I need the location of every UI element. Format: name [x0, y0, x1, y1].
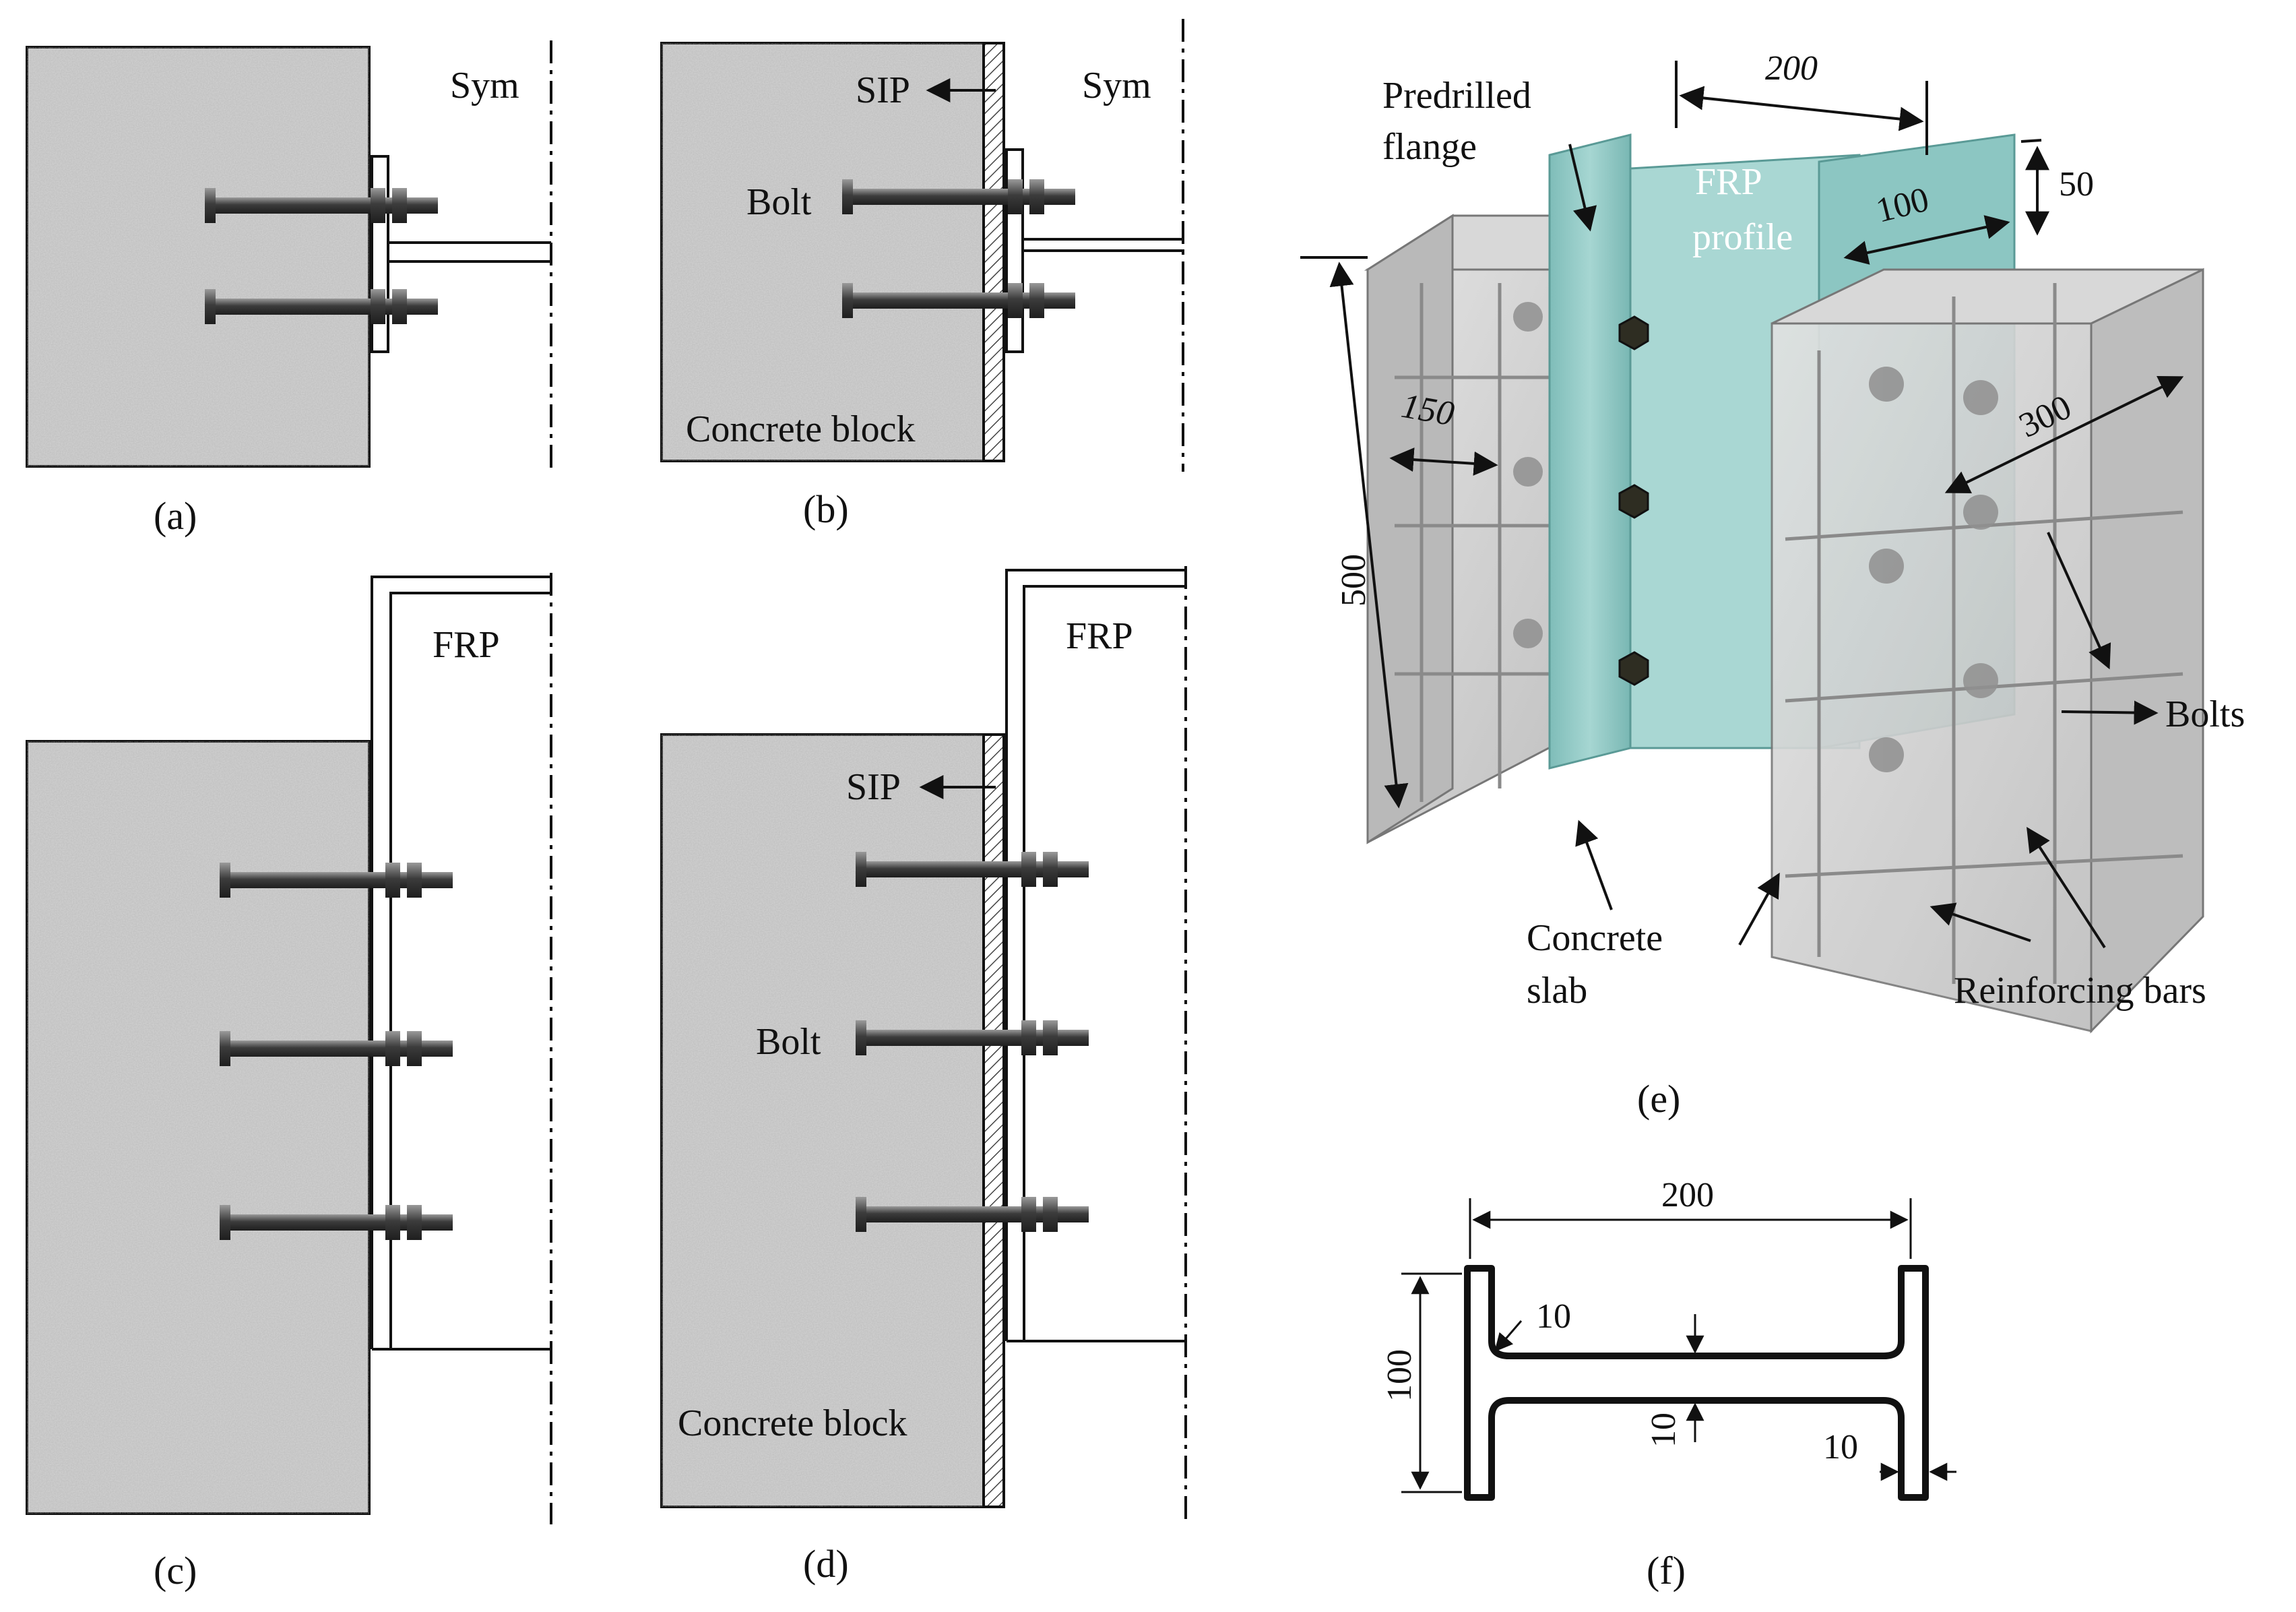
reinforcing-bars-label: Reinforcing bars — [1954, 970, 2206, 1012]
sip-layer — [982, 42, 1005, 462]
concrete-texture — [27, 47, 369, 466]
dim-200-label: 200 — [1661, 1176, 1714, 1214]
sym-label: Sym — [450, 65, 519, 106]
sip-label: SIP — [856, 69, 910, 111]
dim-100-label: 100 — [1380, 1349, 1419, 1402]
caption-d: (d) — [803, 1542, 849, 1586]
concrete-block-label: Concrete block — [686, 408, 916, 450]
predrilled-label: Predrilled — [1382, 75, 1531, 117]
frp-label: FRP — [1695, 161, 1762, 203]
frp-web — [388, 241, 551, 263]
dim-500-label: 500 — [1335, 554, 1373, 607]
left-slab-bolts — [1513, 302, 1543, 648]
panel-f: 200 100 10 10 10 (f) — [1380, 1176, 1956, 1592]
frp-label: FRP — [433, 624, 500, 666]
concrete-texture — [662, 735, 984, 1507]
panel-e: Predrilled flange FRP profile 200 100 50… — [1300, 49, 2245, 1121]
dimension-lines-f — [1401, 1198, 1956, 1493]
flange-label: flange — [1382, 126, 1477, 168]
bolt-label: Bolt — [746, 181, 812, 223]
frp-profile-outline — [1005, 569, 1186, 1342]
sym-label: Sym — [1082, 65, 1151, 106]
dim-150-label: 150 — [1399, 387, 1457, 434]
panel-d: SIP FRP Bolt Concrete block (d) — [660, 566, 1187, 1586]
flange-bolt-heads — [1618, 315, 1649, 686]
bolt-label: Bolt — [756, 1021, 821, 1063]
dim-10-flange-label: 10 — [1823, 1428, 1858, 1466]
dim-50-label: 50 — [2059, 165, 2094, 204]
dim-10-web-label: 10 — [1645, 1413, 1683, 1448]
panel-a: Sym (a) — [26, 40, 552, 538]
frp-profile-outline — [371, 576, 551, 1351]
panel-b: SIP Sym Bolt Concrete block (b) — [660, 19, 1184, 531]
concrete-texture — [27, 741, 369, 1514]
panel-c: FRP (c) — [26, 573, 552, 1592]
frp-flange-left — [1548, 133, 1632, 770]
sip-layer — [982, 733, 1005, 1508]
sip-label: SIP — [846, 766, 901, 808]
dimension-lines-e — [1300, 61, 2184, 949]
caption-b: (b) — [803, 487, 849, 531]
frp-label: FRP — [1066, 615, 1133, 657]
slab-label: slab — [1527, 970, 1587, 1012]
i-section-outline — [1464, 1265, 1929, 1501]
caption-a: (a) — [154, 494, 197, 538]
bolts-label: Bolts — [2165, 693, 2245, 735]
caption-f: (f) — [1647, 1549, 1686, 1592]
concrete-block-label: Concrete block — [678, 1402, 907, 1444]
concrete-texture — [662, 43, 984, 461]
right-slab-side — [2090, 268, 2204, 1034]
caption-e: (e) — [1637, 1077, 1680, 1121]
dim-200-label: 200 — [1765, 49, 1818, 88]
profile-label: profile — [1692, 216, 1793, 258]
concrete-label: Concrete — [1527, 917, 1663, 959]
dim-10-fillet-label: 10 — [1536, 1297, 1571, 1336]
frp-web — [1023, 238, 1184, 252]
caption-c: (c) — [154, 1549, 197, 1592]
left-slab-side — [1366, 214, 1454, 844]
